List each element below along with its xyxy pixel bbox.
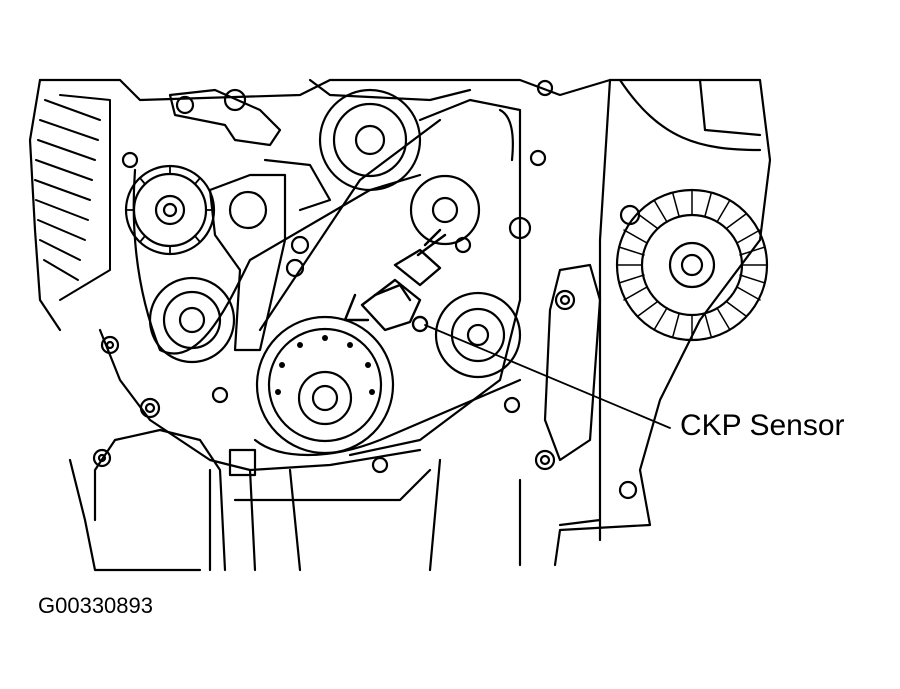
crankshaft-sprocket	[257, 317, 393, 453]
figure-id: G00330893	[38, 593, 153, 618]
engine-block	[30, 80, 770, 570]
small-idler-pulley	[411, 176, 479, 244]
right-bracket	[536, 206, 639, 498]
mounting-bolts	[94, 218, 530, 475]
timing-belt	[134, 80, 520, 455]
alternator-pulley	[617, 190, 767, 340]
tensioner-arm	[210, 160, 330, 350]
ckp-sensor	[345, 230, 445, 331]
upper-left-bracket	[123, 90, 280, 167]
upper-right-housing	[500, 80, 760, 165]
camshaft-sprocket	[126, 166, 214, 254]
callout-leader-line	[425, 325, 670, 428]
ckp-sensor-label: CKP Sensor	[680, 409, 845, 442]
upper-idler-pulley	[320, 90, 420, 190]
right-idler-pulley	[436, 293, 520, 377]
tensioner-pulley-left	[150, 278, 234, 362]
left-vent-fins	[35, 95, 110, 300]
